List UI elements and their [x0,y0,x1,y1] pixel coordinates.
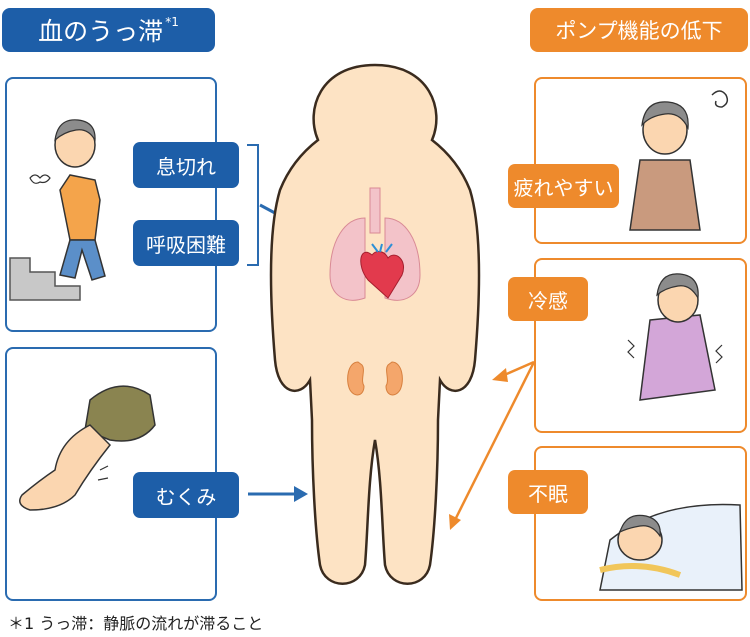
label-edema: むくみ [133,472,239,518]
label-insomnia: 不眠 [508,470,588,514]
label-shortness-of-breath: 息切れ [133,142,239,188]
sleepless-person-illustration [599,503,743,591]
arrow-head-insomnia [449,514,461,530]
arrow-insomnia [453,361,536,521]
swollen-leg-illustration [19,385,156,511]
arrow-head-cold [492,368,508,382]
blood-congestion-title: 血のうっ滞*1 [2,8,215,52]
label-fatigue: 疲れやすい [508,164,619,208]
label-cold-sensation: 冷感 [508,277,588,321]
pump-function-decline-title: ポンプ機能の低下 [530,8,748,52]
footnote-marker: *1 [165,15,179,29]
blood-congestion-title-text: 血のうっ滞 [38,17,164,46]
arrow-head-legs [294,486,308,502]
stair-climber-illustration [9,119,106,301]
arrow-cold [501,360,535,378]
tired-woman-illustration [629,90,729,231]
human-body-silhouette [269,63,481,585]
symptom-bracket [247,144,259,266]
label-breathing-difficulty: 呼吸困難 [133,220,239,266]
cold-woman-illustration [627,273,723,401]
footnote: ＊1 うっ滞：静脈の流れが滞ること [8,614,264,633]
